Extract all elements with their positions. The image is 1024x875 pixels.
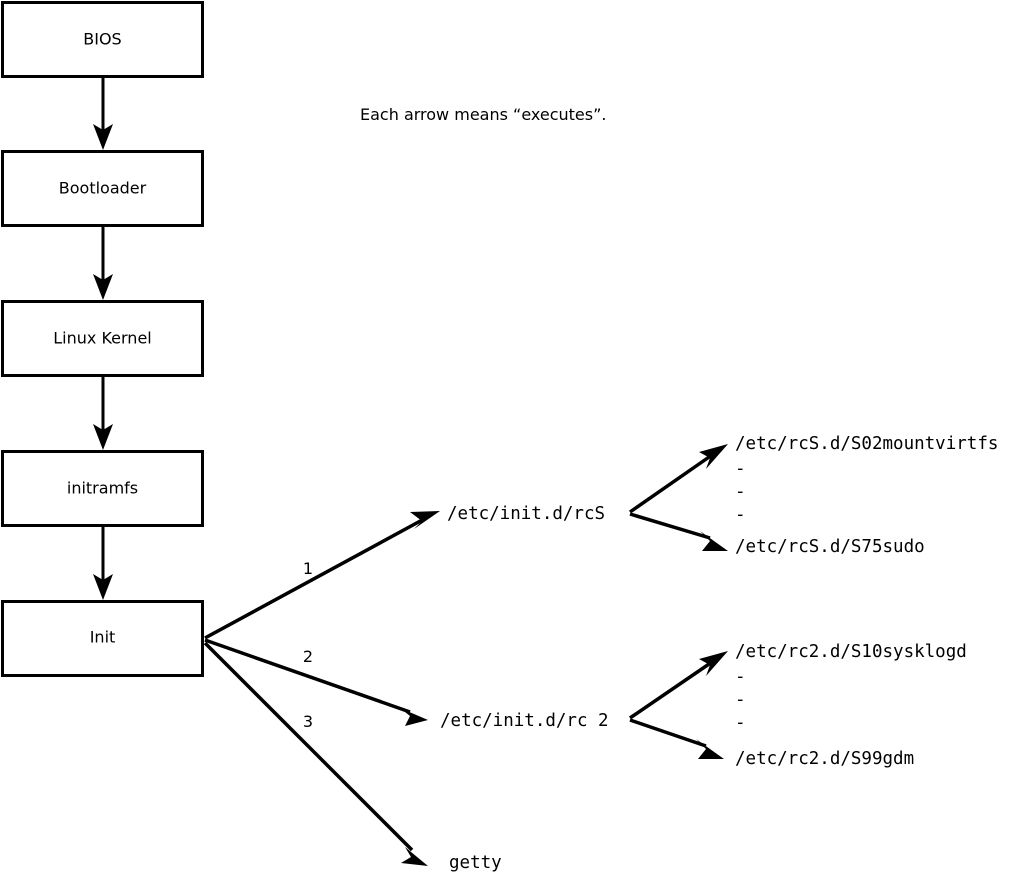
edge-number-2: 2 [303,647,313,666]
label-getty[interactable]: getty [449,853,502,873]
node-linux-kernel-rect [1,300,204,377]
arrow-rc2-to-first-script [629,651,728,720]
label-rcs-script-last[interactable]: /etc/rcS.d/S75sudo [735,537,925,557]
node-initramfs-rect [1,450,204,527]
label-rc2-ellipsis-3: - [735,713,746,733]
node-initramfs[interactable]: initramfs [1,450,204,527]
edge-number-1: 1 [303,559,313,578]
arrow-bootloader-to-kernel [93,226,113,300]
label-rcs-script-first[interactable]: /etc/rcS.d/S02mountvirtfs [735,434,998,454]
edge-number-3: 3 [303,712,313,731]
label-rc2-script-first[interactable]: /etc/rc2.d/S10sysklogd [735,642,967,662]
node-bootloader-label: Bootloader [59,179,147,198]
label-rc2-ellipsis-1: - [735,667,746,687]
node-initramfs-label: initramfs [67,479,138,498]
label-rc2-script-last[interactable]: /etc/rc2.d/S99gdm [735,749,914,769]
node-bootloader-rect [1,150,204,227]
label-rc2-ellipsis-2: - [735,690,746,710]
arrow-rcs-to-last-script [629,512,728,551]
node-init-label: Init [90,628,116,647]
node-init[interactable]: Init [1,600,204,677]
diagram-caption: Each arrow means “executes”. [360,105,606,124]
label-init-d-rcs[interactable]: /etc/init.d/rcS [447,504,605,524]
arrow-init-to-rc2 [204,638,428,726]
node-bios[interactable]: BIOS [1,1,204,78]
node-bios-rect [1,1,204,78]
arrow-kernel-to-initramfs [93,376,113,450]
arrow-init-to-getty [203,641,428,866]
arrow-rc2-to-last-script [629,718,724,759]
node-linux-kernel[interactable]: Linux Kernel [1,300,204,377]
label-rcs-ellipsis-1: - [735,459,746,479]
node-init-rect [1,600,204,677]
node-bootloader[interactable]: Bootloader [1,150,204,227]
node-linux-kernel-label: Linux Kernel [53,329,151,348]
arrow-init-to-rcs [204,511,440,640]
arrow-rcs-to-first-script [629,444,728,514]
label-rcs-ellipsis-2: - [735,482,746,502]
label-rcs-ellipsis-3: - [735,505,746,525]
arrow-bios-to-bootloader [93,77,113,150]
label-init-d-rc2[interactable]: /etc/init.d/rc 2 [440,711,609,731]
node-bios-label: BIOS [83,30,121,49]
arrow-initramfs-to-init [93,526,113,600]
